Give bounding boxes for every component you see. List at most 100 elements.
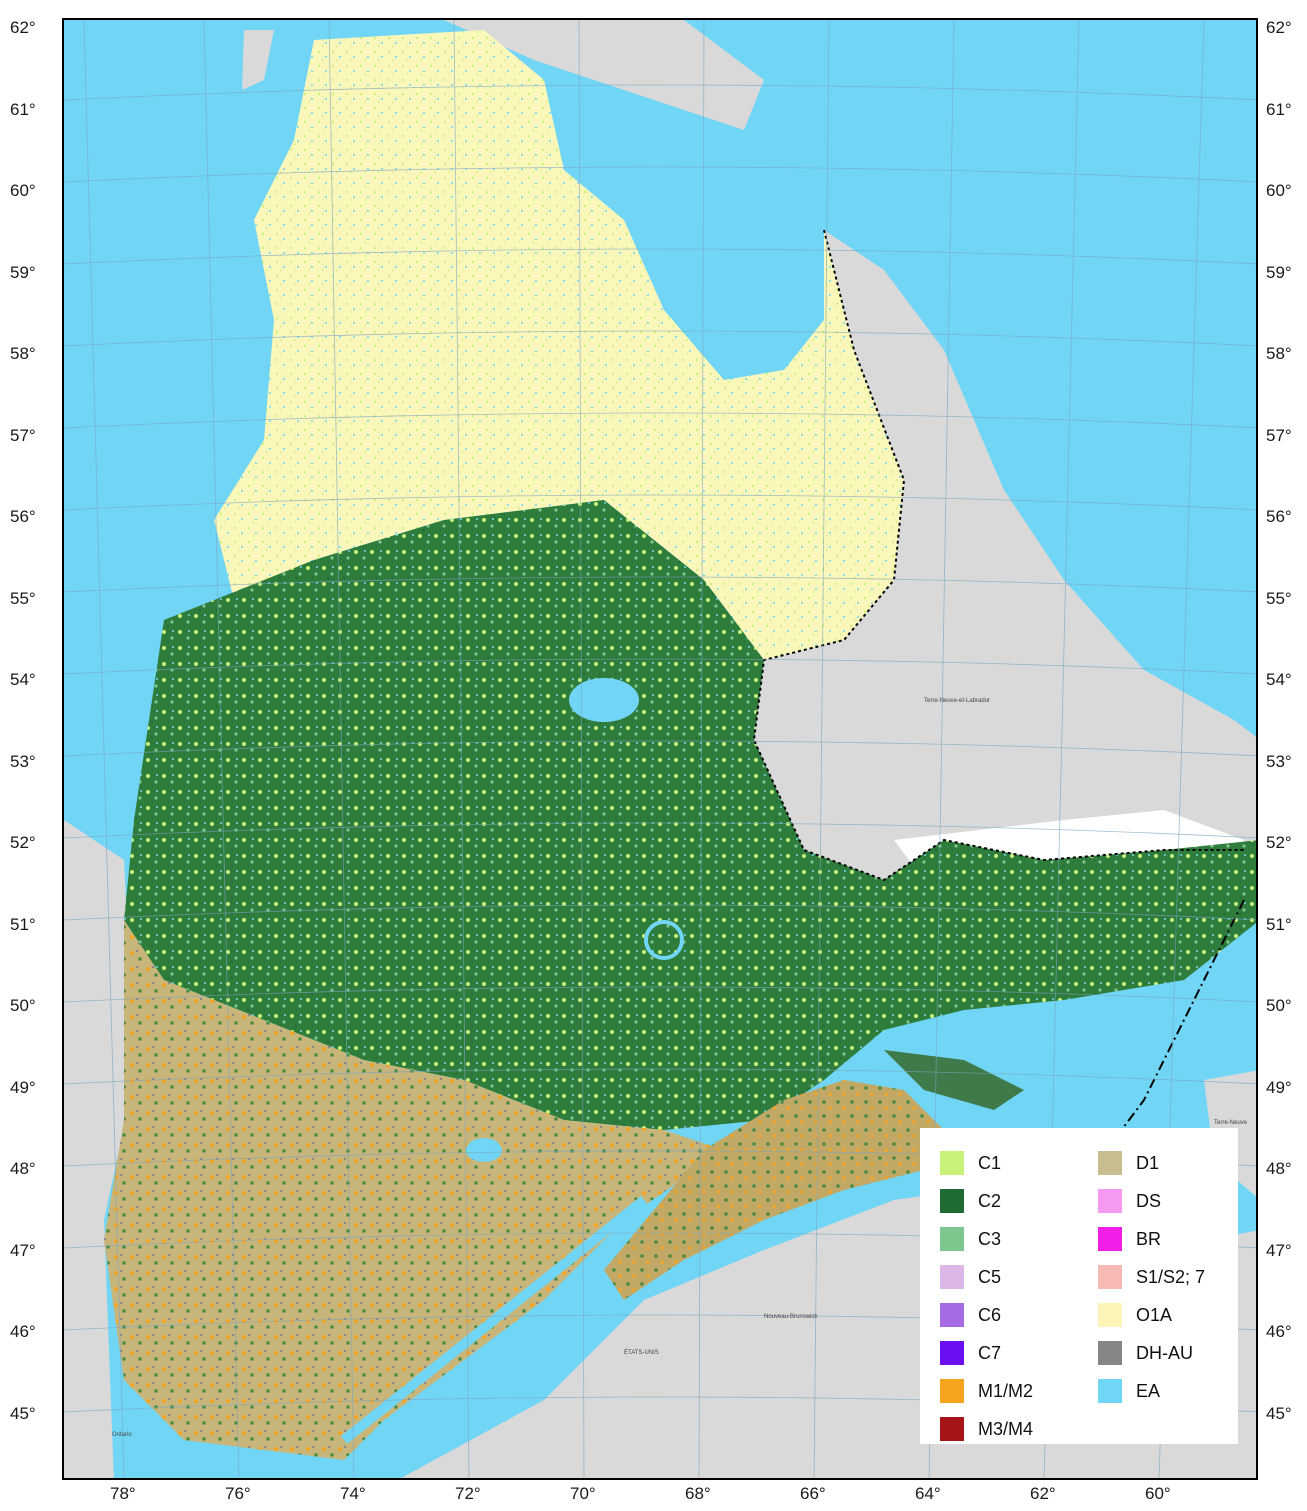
legend-item: M3/M4 xyxy=(940,1416,1033,1442)
legend-item: C1 xyxy=(940,1150,1001,1176)
legend-item: EA xyxy=(1098,1378,1160,1404)
latitude-label-right: 53° xyxy=(1266,751,1292,771)
manicouagan-reservoir xyxy=(644,920,684,960)
latitude-label-left: 50° xyxy=(10,996,36,1015)
labrador-land xyxy=(754,230,1256,880)
label-newfoundland-labrador: Terre-Neuve-et-Labrador xyxy=(924,698,991,704)
gaspesie-region xyxy=(604,1080,944,1300)
legend-item: C2 xyxy=(940,1188,1001,1214)
latitude-label-right: 48° xyxy=(1266,1159,1292,1178)
latitude-label-left: 57° xyxy=(10,425,36,445)
longitude-label: 68° xyxy=(685,1484,711,1503)
legend-swatch xyxy=(940,1151,964,1175)
latitude-label-right: 52° xyxy=(1266,833,1292,852)
latitude-label-right: 54° xyxy=(1266,670,1292,689)
legend-swatch xyxy=(940,1379,964,1403)
latitude-label-right: 55° xyxy=(1266,588,1292,608)
latitude-label-left: 53° xyxy=(10,751,36,771)
longitude-label: 76° xyxy=(225,1484,251,1503)
latitude-label-right: 61° xyxy=(1266,99,1292,119)
legend-swatch xyxy=(940,1227,964,1251)
legend-label: C3 xyxy=(978,1228,1002,1249)
latitude-label-right: 59° xyxy=(1266,262,1292,282)
latitude-label-right: 46° xyxy=(1266,1322,1292,1341)
lake-mistassini xyxy=(569,678,639,722)
ungava-bay-inlet xyxy=(644,150,724,190)
latitude-label-right: 60° xyxy=(1266,181,1292,200)
legend-swatch xyxy=(940,1417,964,1441)
legend-label: S1/S2; 7 xyxy=(1136,1266,1206,1287)
latitude-label-left: 45° xyxy=(10,1403,36,1423)
northern-island xyxy=(242,30,274,90)
latitude-label-left: 51° xyxy=(10,914,36,934)
latitude-label-left: 56° xyxy=(10,507,36,526)
legend-label: DH-AU xyxy=(1136,1342,1193,1363)
international-border xyxy=(943,899,1245,1201)
longitude-label: 62° xyxy=(1030,1484,1056,1503)
legend-label: M1/M2 xyxy=(978,1380,1034,1401)
legend-item: C7 xyxy=(940,1340,1001,1366)
latitude-label-left: 46° xyxy=(10,1322,36,1341)
legend-swatch xyxy=(940,1303,964,1327)
latitude-label-left: 52° xyxy=(10,833,36,852)
legend-swatch xyxy=(1098,1265,1122,1289)
latitude-label-left: 58° xyxy=(10,344,36,363)
longitude-label: 78° xyxy=(110,1484,136,1503)
legend-swatch xyxy=(940,1189,964,1213)
latitude-label-left: 47° xyxy=(10,1240,36,1260)
legend-label: C1 xyxy=(978,1152,1002,1173)
legend-label: C7 xyxy=(978,1342,1002,1363)
longitude-label: 64° xyxy=(915,1484,941,1503)
legend-label: C2 xyxy=(978,1190,1002,1211)
longitude-label: 66° xyxy=(800,1484,826,1503)
legend-label: EA xyxy=(1136,1380,1161,1401)
latitude-label-left: 62° xyxy=(10,18,36,37)
label-new-brunswick: Nouveau-Brunswick xyxy=(764,1314,818,1320)
latitude-label-left: 61° xyxy=(10,99,36,119)
latitude-label-left: 49° xyxy=(10,1077,36,1097)
legend-item: DS xyxy=(1098,1188,1161,1214)
latitude-label-right: 62° xyxy=(1266,18,1292,37)
legend-label: C5 xyxy=(978,1266,1002,1287)
legend-swatch xyxy=(940,1341,964,1365)
latitude-label-left: 60° xyxy=(10,181,36,200)
legend-item: D1 xyxy=(1098,1150,1159,1176)
label-newfoundland-island: Terre-Neuve xyxy=(1214,1120,1248,1126)
quebec-labrador-border xyxy=(752,229,1244,882)
latitude-label-left: 59° xyxy=(10,262,36,282)
ontario-land xyxy=(64,820,134,1478)
latitude-label-left: 55° xyxy=(10,588,36,608)
latitude-label-left: 48° xyxy=(10,1159,36,1178)
legend-item: DH-AU xyxy=(1098,1340,1193,1366)
legend-item: C5 xyxy=(940,1264,1001,1290)
legend-item: C3 xyxy=(940,1226,1001,1252)
boreal-forest-region xyxy=(124,500,1256,1130)
latitude-label-right: 45° xyxy=(1266,1403,1292,1423)
legend-item: C6 xyxy=(940,1302,1001,1328)
legend-item: S1/S2; 7 xyxy=(1098,1264,1205,1290)
latitude-label-right: 56° xyxy=(1266,507,1292,526)
latitude-label-right: 49° xyxy=(1266,1077,1292,1097)
legend-label: C6 xyxy=(978,1304,1002,1325)
legend-swatch xyxy=(1098,1341,1122,1365)
legend-item: M1/M2 xyxy=(940,1378,1033,1404)
latitude-label-right: 50° xyxy=(1266,996,1292,1015)
longitude-label: 72° xyxy=(455,1484,481,1503)
label-united-states: ÉTATS-UNIS xyxy=(624,1350,659,1356)
legend-item: O1A xyxy=(1098,1302,1172,1328)
nunavik-region xyxy=(214,30,904,660)
southern-quebec-region xyxy=(104,920,724,1460)
longitude-label: 74° xyxy=(340,1484,366,1503)
latitude-label-right: 51° xyxy=(1266,914,1292,934)
legend-swatch xyxy=(1098,1151,1122,1175)
anticosti-island xyxy=(884,1050,1024,1110)
latitude-label-right: 47° xyxy=(1266,1240,1292,1260)
legend-item: BR xyxy=(1098,1226,1161,1252)
legend-swatch xyxy=(1098,1227,1122,1251)
lac-saint-jean xyxy=(466,1138,502,1162)
longitude-label: 70° xyxy=(570,1484,596,1503)
legend-label: O1A xyxy=(1136,1304,1173,1325)
baffin-land xyxy=(444,20,764,130)
legend-label: M3/M4 xyxy=(978,1418,1034,1439)
